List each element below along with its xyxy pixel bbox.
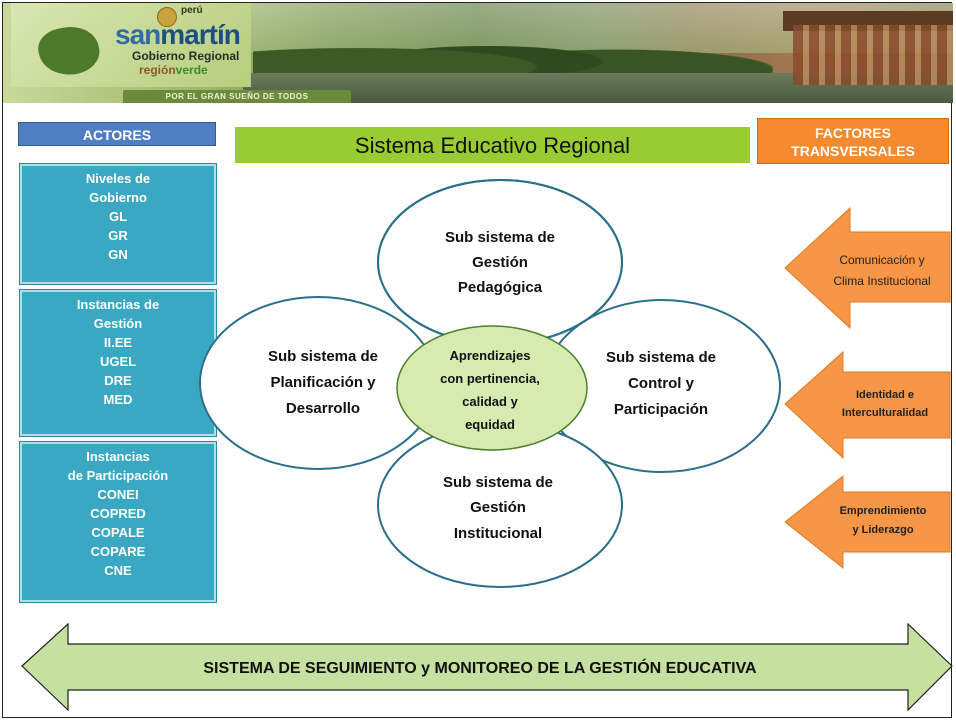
logo-region: regiónverde	[139, 63, 208, 77]
center-line2: con pertinencia,	[440, 371, 540, 386]
page-title: Sistema Educativo Regional	[235, 127, 750, 163]
actor-line: GL	[108, 209, 128, 224]
factor-arrow-identidad	[784, 350, 951, 460]
subsystem-bottom-line2: Gestión	[470, 499, 526, 516]
factor-3-line1: Emprendimiento	[840, 505, 927, 517]
factores-line1: FACTORES	[815, 125, 891, 141]
banner-trees	[253, 23, 773, 78]
actores-header: ACTORES	[18, 122, 216, 146]
subsystem-right-line3: Participación	[614, 401, 708, 418]
center-line1: Aprendizajes	[450, 348, 531, 363]
actor-line: COPALE	[91, 525, 145, 540]
logo-gobierno: Gobierno Regional	[132, 49, 240, 63]
logo-verde-text: verde	[175, 63, 208, 77]
actor-line: CONEI	[97, 487, 139, 502]
logo-martin: martín	[160, 19, 241, 50]
factor-arrow-comunicacion	[784, 206, 951, 330]
factor-2-line2: Interculturalidad	[842, 407, 928, 419]
logo-peru: perú	[181, 5, 203, 16]
subsystem-right-line2: Control y	[628, 375, 694, 392]
slogan-strip: POR EL GRAN SUEÑO DE TODOS	[123, 90, 351, 103]
actor-line: de Participación	[67, 468, 169, 483]
actor-box-gestion: Instancias de Gestión II.EE UGEL DRE MED	[19, 289, 217, 437]
bottom-arrow-label: SISTEMA DE SEGUIMIENTO y MONITOREO DE LA…	[203, 658, 757, 677]
subsystem-left-line3: Desarrollo	[286, 400, 360, 417]
logo-sanmartin: sanmartín	[115, 19, 241, 51]
actor-line: Instancias	[86, 449, 150, 464]
factor-arrow-emprendimiento	[784, 474, 951, 570]
actor-line: Niveles de	[85, 171, 151, 186]
actor-line: Gestión	[93, 316, 143, 331]
actor-line: Gobierno	[89, 190, 147, 205]
bottom-double-arrow	[21, 622, 953, 712]
logo-san: san	[115, 19, 161, 50]
actor-line: GR	[108, 228, 128, 243]
subsystem-bottom-line3: Institucional	[454, 525, 542, 542]
factor-3-line2: y Liderazgo	[852, 524, 913, 536]
center-line3: calidad y	[462, 394, 518, 409]
factor-1-line1: Comunicación y	[839, 253, 924, 267]
actor-line: DRE	[104, 373, 132, 388]
actor-line: COPRED	[90, 506, 146, 521]
center-line4: equidad	[465, 417, 515, 432]
center-ellipse	[396, 325, 588, 451]
factor-1-line2: Clima Institucional	[833, 274, 930, 288]
subsystem-top-line3: Pedagógica	[458, 279, 543, 296]
logo-area: perú sanmartín Gobierno Regional regiónv…	[11, 3, 251, 87]
logo-region-text: región	[139, 63, 176, 77]
subsystem-left-line1: Sub sistema de	[268, 348, 378, 365]
factores-header: FACTORES TRANSVERSALES	[757, 118, 949, 164]
actor-line: CNE	[104, 563, 132, 578]
actor-line: II.EE	[103, 335, 133, 350]
actor-line: Instancias de	[76, 297, 160, 312]
subsystem-right-line1: Sub sistema de	[606, 349, 716, 366]
factor-2-line1: Identidad e	[856, 389, 914, 401]
coat-of-arms-icon	[157, 7, 177, 27]
factores-line2: TRANSVERSALES	[791, 143, 915, 159]
actor-box-participacion: Instancias de Participación CONEI COPRED…	[19, 441, 217, 603]
subsystem-bottom-line1: Sub sistema de	[443, 474, 553, 491]
actor-line: MED	[103, 392, 133, 407]
header-banner: perú sanmartín Gobierno Regional regiónv…	[3, 3, 953, 103]
subsystem-top-line2: Gestión	[472, 254, 528, 271]
actor-line: COPARE	[90, 544, 146, 559]
subsystem-top-line1: Sub sistema de	[445, 229, 555, 246]
actor-box-niveles: Niveles de Gobierno GL GR GN	[19, 163, 217, 285]
actor-line: UGEL	[99, 354, 137, 369]
subsystem-left-line2: Planificación y	[270, 374, 376, 391]
banner-house	[793, 25, 953, 85]
actor-line: GN	[108, 247, 128, 262]
